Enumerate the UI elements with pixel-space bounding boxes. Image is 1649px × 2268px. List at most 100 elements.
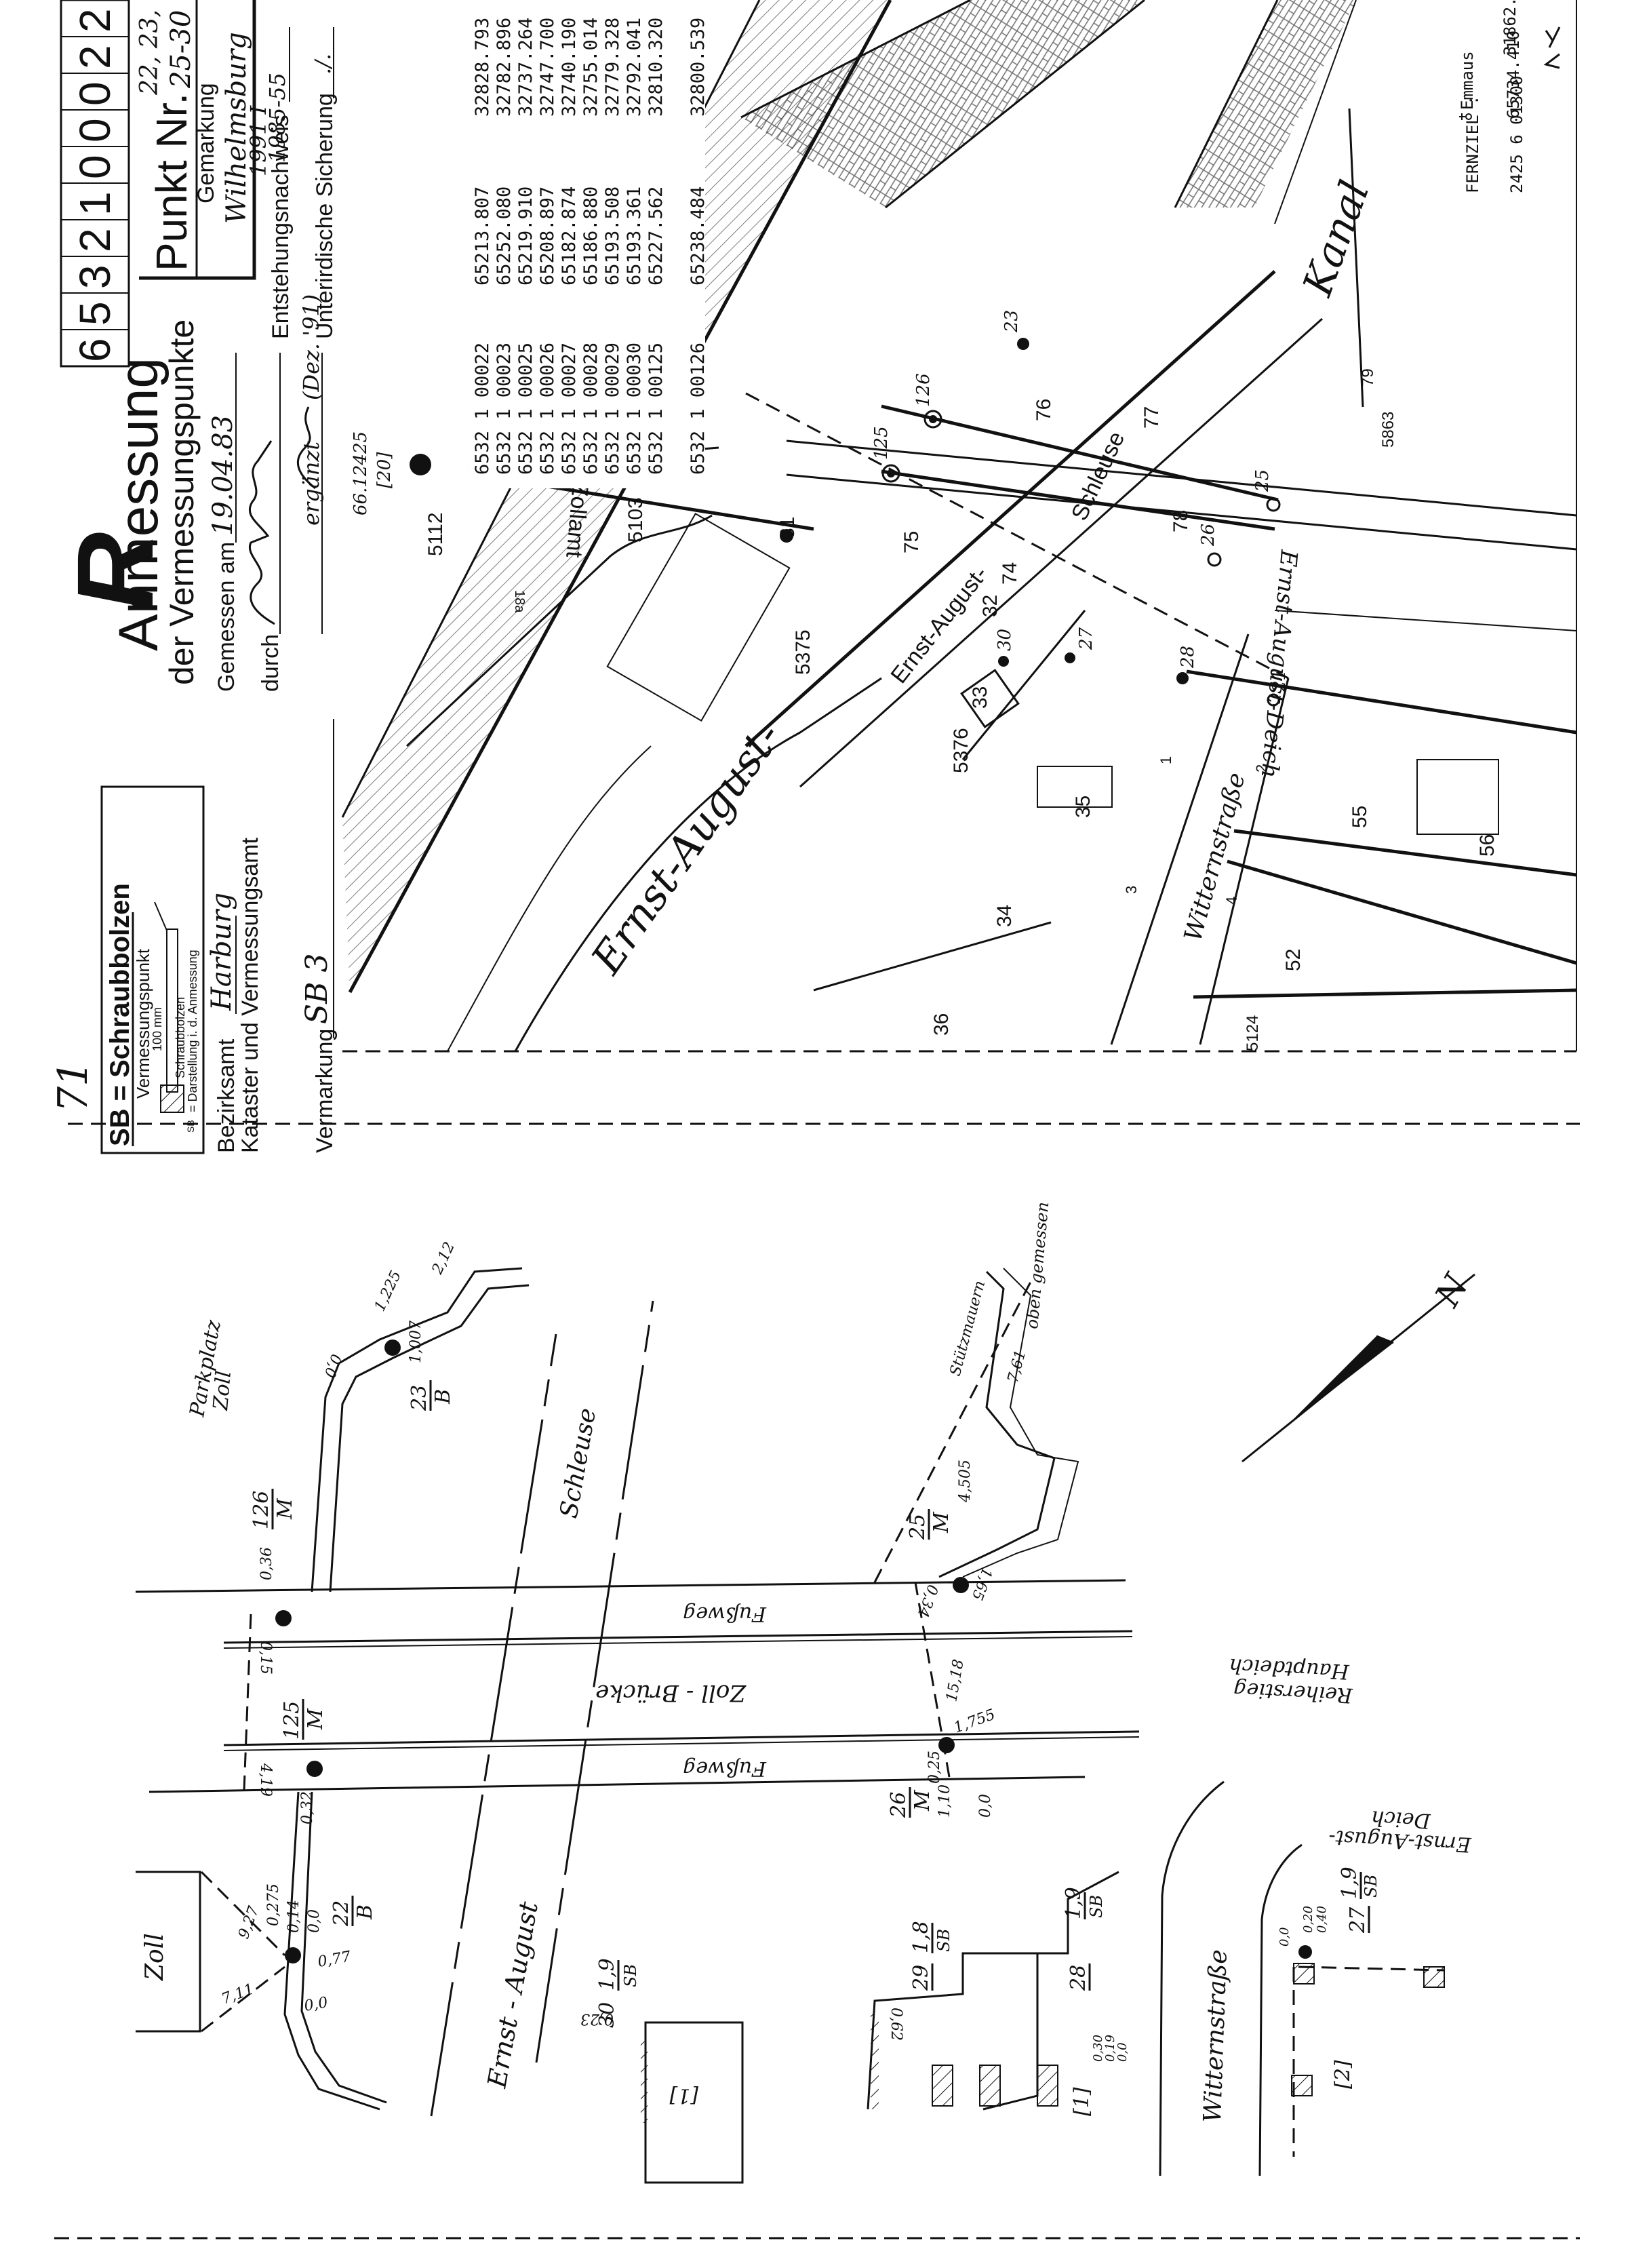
parcel-label: 52 xyxy=(1282,949,1305,971)
measure: 7,11 xyxy=(220,1980,257,2008)
point-id: 6532 1 00030 xyxy=(624,343,645,475)
map-label-schleuse: Schleuse xyxy=(1067,428,1130,525)
point-label-22: 22 B xyxy=(330,1896,377,1927)
sketch-label-zoll-bruecke: Zoll - Brücke xyxy=(595,1679,747,1706)
point-id: 6532 1 00023 xyxy=(494,343,515,475)
parcel-label: 77 xyxy=(1140,406,1163,429)
gemarkung-value: Wilhelmsburg xyxy=(221,32,252,224)
page-title: Anmessung xyxy=(108,357,170,651)
page-mark: 71 xyxy=(49,1061,97,1112)
coord-x: 32800.539 xyxy=(688,18,709,117)
map-point-label: 23 xyxy=(1001,310,1022,333)
measure: 0,0 xyxy=(320,1352,344,1380)
sketch-label-ernst-august: Ernst - August xyxy=(481,1899,544,2091)
point-type: SB xyxy=(1362,1875,1380,1898)
coord-y: 65213.807 xyxy=(472,187,493,286)
coord-x: 32747.700 xyxy=(537,18,558,117)
logo-letter: R xyxy=(54,532,176,610)
parcel-label: 5103 xyxy=(624,497,647,543)
point-label-26: 26 M xyxy=(887,1787,934,1818)
parcel-label: 4 xyxy=(1223,897,1240,905)
digit: 0 xyxy=(71,81,119,106)
digit: 1 xyxy=(71,191,119,216)
point-label-30: 30 1,9 SB xyxy=(595,1958,640,2028)
parcel-label: 36 xyxy=(930,1013,953,1036)
coord-y: 65193.361 xyxy=(624,187,645,286)
punkt-nr-box: Punkt Nr. 22, 23, 25-30 Gemarkung Wilhel… xyxy=(136,0,256,280)
table-row: 6532 1 00025 65219.910 32737.264 xyxy=(515,18,536,475)
measure: 1,65 xyxy=(968,1565,995,1603)
map-point-label: 30 xyxy=(995,629,1015,651)
map-note-1: 66.12425 xyxy=(351,431,371,515)
sketch-label-schleuse: Schleuse xyxy=(555,1406,601,1520)
parcel-label: 1 xyxy=(1157,756,1174,764)
parcel-label: 31 xyxy=(776,517,799,539)
parcel-label: 18a xyxy=(512,590,527,613)
coord-y: 65208.897 xyxy=(537,187,558,286)
digit: 3 xyxy=(71,265,119,289)
sketch-label-oben-gemessen: oben gemessen xyxy=(1022,1201,1052,1330)
table-row: 6532 1 00029 65193.508 32779.328 xyxy=(602,18,623,475)
parcel-label: 76 xyxy=(1033,399,1055,421)
sketch-label-zoll: Zoll xyxy=(209,1370,236,1412)
point-number: 29 xyxy=(909,1965,933,1991)
measure: 7,61 xyxy=(1005,1348,1030,1385)
coord-x: 32779.328 xyxy=(602,18,623,117)
measure: 1,755 xyxy=(952,1706,998,1737)
legend-box: SB = Schraubbolzen Vermessungspunkt 100 … xyxy=(100,785,205,1154)
measure: 0,0 xyxy=(303,1994,330,2015)
vermarkung-value: SB 3 xyxy=(300,954,334,1024)
parcel-label: 35 xyxy=(1072,796,1094,818)
table-row: 6532 1 00027 65182.874 32740.190 xyxy=(559,18,580,475)
point-type: B xyxy=(353,1904,377,1920)
bezirksamt-value: Harburg xyxy=(206,893,237,1011)
measure: 0,14 xyxy=(285,1900,302,1933)
gemessen-am-value: 19.04.83 xyxy=(207,415,239,536)
fernziel: FERNZIEL : 2425 6 01300 Emmaus 65734.410… xyxy=(1451,0,1573,203)
coord-x: 32792.041 xyxy=(624,18,645,117)
point-label-126: 126 M xyxy=(250,1489,297,1529)
punkt-nr-value-2: 25-30 xyxy=(165,10,197,89)
legend-symbol: SB xyxy=(185,1120,196,1133)
measure: 0,77 xyxy=(317,1949,353,1971)
point-type: SB xyxy=(934,1929,953,1952)
parcel-label: 32 xyxy=(979,595,1001,617)
point-id: 6532 1 00029 xyxy=(602,343,623,475)
bracket-label: [2] xyxy=(1331,2060,1355,2089)
point-id: 6532 1 00022 xyxy=(472,343,493,475)
map-point-label: 125 xyxy=(871,426,892,460)
bracket-label: [1] xyxy=(669,2084,698,2107)
coord-y: 65193.508 xyxy=(602,187,623,286)
digit: 2 xyxy=(71,228,119,252)
map-point-label: 28 xyxy=(1178,646,1198,669)
measured-fields: Gemessen am 19.04.83 durch ergänzt (Dez.… xyxy=(207,294,324,692)
ergaenzt-signature xyxy=(296,406,316,490)
point-number: 27 xyxy=(1346,1907,1370,1934)
measure: 4,505 xyxy=(957,1460,974,1503)
fernziel-y: 65734.410 xyxy=(1504,31,1523,119)
point-id: 6532 1 00028 xyxy=(580,343,601,475)
point-number: 22 xyxy=(330,1900,353,1927)
point-label-29: 29 1,8 SB xyxy=(909,1921,953,1991)
point-type: M xyxy=(930,1511,953,1533)
table-row: 6532 1 00023 65252.080 32782.896 xyxy=(494,18,515,475)
fernziel-id: 2425 6 01300 xyxy=(1507,76,1526,193)
parcel-label: 78 xyxy=(1170,510,1192,532)
table-row: 6532 1 00026 65208.897 32747.700 xyxy=(537,18,558,475)
point-number: 26 xyxy=(887,1792,911,1818)
coord-x: 32810.320 xyxy=(645,18,667,117)
measure: 4,19 xyxy=(257,1763,274,1797)
point-type: M xyxy=(911,1789,934,1812)
parcel-label: 56 xyxy=(1476,834,1498,857)
punkt-nr-value-1: 22, 23, xyxy=(136,9,163,96)
measure: 0,19 xyxy=(1103,2035,1117,2062)
point-number: 23 xyxy=(408,1385,431,1411)
table-row: 6532 1 00125 65227.562 32810.320 xyxy=(645,18,667,475)
map-point-label: 26 xyxy=(1198,524,1218,547)
map-label-kanal: Kanal xyxy=(1294,174,1379,302)
point-type: M xyxy=(304,1708,327,1730)
legend-darstellung: = Darstellung i. d. Anmessung xyxy=(186,950,199,1112)
point-height: 1,9 xyxy=(1062,1887,1086,1919)
map-point-label: 126 xyxy=(913,373,934,407)
map-label-ernst-august: Ernst-August- xyxy=(581,713,791,983)
